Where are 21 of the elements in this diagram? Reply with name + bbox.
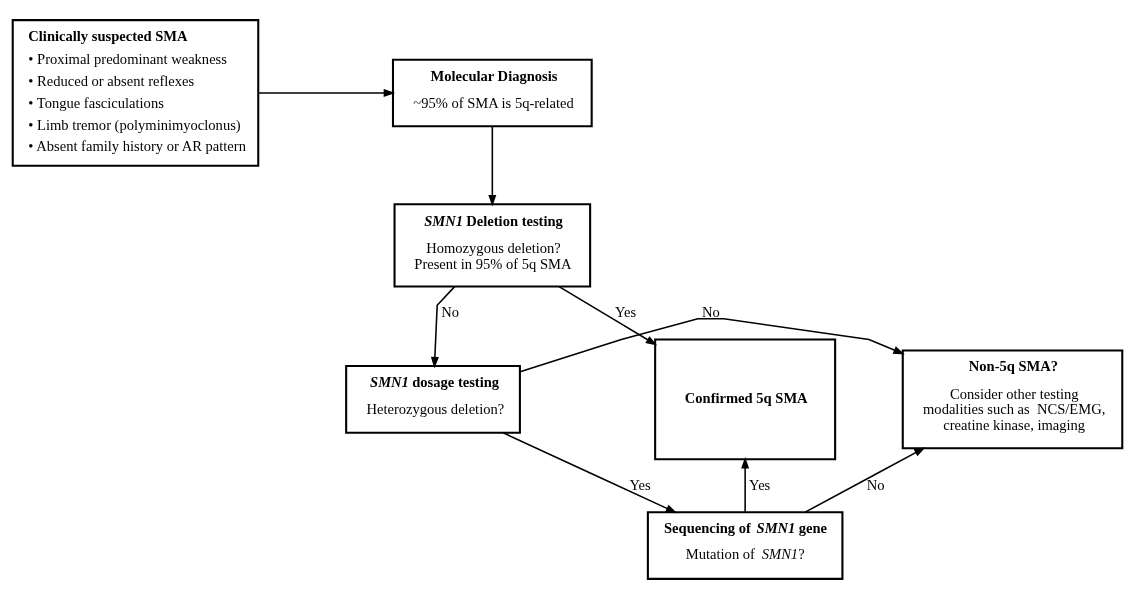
edge-label: Yes [629,476,651,493]
arrow [488,125,497,206]
arrow [502,431,678,513]
node-box: Confirmed 5q SMA [654,338,837,460]
node-box: Molecular Diagnosis ~95% of SMA is 5q-related [391,58,593,127]
arrow [430,285,456,368]
arrow [741,456,750,513]
edge-label: No [866,476,885,493]
arrow [519,317,905,372]
arrow [804,446,926,513]
arrow [558,285,658,345]
node-box: SMN1 dosage testing Heterozygous deletion? [345,364,521,434]
node-box: SMN1 Deletion testing Homozygous deletion? Present in 95% of 5q SMA [393,202,592,288]
node-box: Non-5q SMA? Consider other testing modalities such as NCS/EMG, creatine kinase, imaging [901,348,1124,449]
edge-label: No [441,303,460,320]
edge-label: Yes [749,476,771,493]
arrow [257,88,396,97]
edge-label: No [701,303,720,320]
node-box: Sequencing of SMN1 gene Mutation of SMN1? [646,510,844,580]
node-box: Clinically suspected SMA • Proximal predominant weakness • Reduced or absent reflexes • Tongue fasciculations • Limb tremor (polyminimyoclonus) • Absent family history or AR pattern [11,18,260,167]
edge-label: Yes [614,303,637,320]
